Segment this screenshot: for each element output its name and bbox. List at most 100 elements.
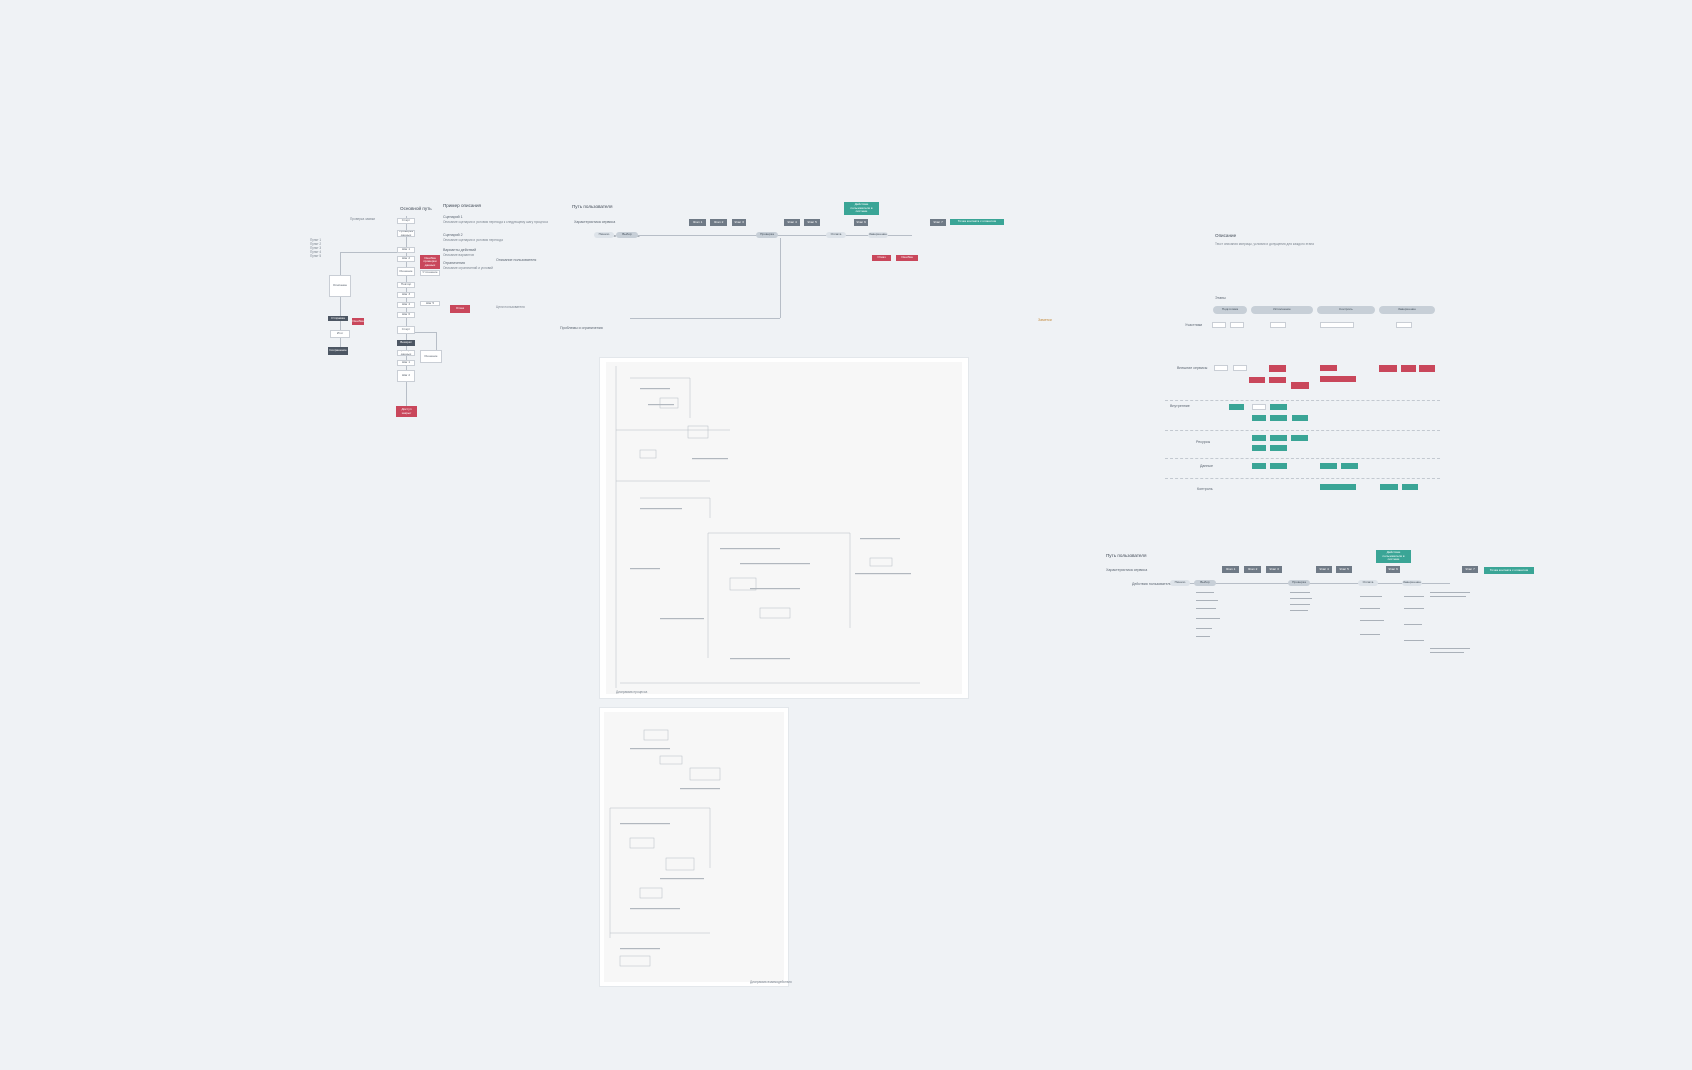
- flow-dark-step[interactable]: Отправка: [328, 316, 348, 321]
- journey-pill[interactable]: Выбор: [616, 232, 638, 238]
- matrix-column-header[interactable]: Исполнение: [1251, 306, 1313, 314]
- journey-row1-label: Характеристика сервиса: [1106, 568, 1148, 572]
- journey-gray-box[interactable]: Этап 4: [1316, 566, 1332, 573]
- matrix-cell-teal[interactable]: [1320, 484, 1356, 490]
- journey-gray-box[interactable]: Этап 7: [930, 219, 946, 226]
- journey-pill[interactable]: Начало: [594, 232, 614, 238]
- matrix-cell-red[interactable]: [1269, 365, 1286, 372]
- journey-pill[interactable]: Начало: [1170, 580, 1190, 586]
- flow-step[interactable]: Шаг 3: [397, 292, 415, 298]
- flow-dark-step[interactable]: Сохранение: [328, 347, 348, 355]
- flow-step[interactable]: Решение: [397, 267, 415, 276]
- matrix-cell-teal[interactable]: [1252, 435, 1266, 441]
- journey-callout[interactable]: Действие пользователя в системе: [844, 202, 879, 215]
- flow-step[interactable]: Решение: [420, 350, 442, 363]
- diagram-document-2[interactable]: Диаграмма взаимодействия: [600, 708, 792, 986]
- matrix-cell-teal[interactable]: [1229, 404, 1244, 410]
- matrix-cell-teal[interactable]: [1270, 404, 1287, 410]
- matrix-cell[interactable]: [1252, 404, 1266, 410]
- journey-gray-box[interactable]: Этап 6: [854, 219, 868, 226]
- flow-step[interactable]: Шаг 4: [397, 302, 415, 308]
- matrix-cell-red[interactable]: [1401, 365, 1416, 372]
- journey-gray-box[interactable]: Этап 6: [1386, 566, 1400, 573]
- matrix-cell-teal[interactable]: [1380, 484, 1398, 490]
- journey-pill[interactable]: Завершение: [868, 232, 888, 238]
- flow-step[interactable]: Шаг 1: [397, 360, 415, 366]
- matrix-column-header[interactable]: Подготовка: [1213, 306, 1247, 314]
- journey-gray-box[interactable]: Этап 4: [784, 219, 800, 226]
- flow-step[interactable]: Проверка данных: [397, 230, 415, 237]
- journey-pill[interactable]: Проверка: [756, 232, 778, 238]
- matrix-cell-teal[interactable]: [1270, 435, 1287, 441]
- matrix-cell[interactable]: [1320, 322, 1354, 328]
- journey-pill[interactable]: Оплата: [1358, 580, 1378, 586]
- flow-red-step[interactable]: Доступ закрыт: [396, 406, 417, 417]
- flow-step[interactable]: Шаг 2: [397, 370, 415, 382]
- notes-panel: Пример описания Сценарий 1 Описание сцен…: [443, 203, 548, 284]
- journey-bottom-title: Проблемы и ограничения: [560, 326, 603, 330]
- journey-gray-box[interactable]: Этап 1: [689, 219, 706, 226]
- journey-gray-box[interactable]: Этап 7: [1462, 566, 1478, 573]
- diagram-document-1[interactable]: Диаграмма процесса: [600, 358, 968, 698]
- matrix-cell-red[interactable]: [1379, 365, 1397, 372]
- matrix-cell[interactable]: [1230, 322, 1244, 328]
- flow-red-step[interactable]: Ошибка проверки данных: [420, 255, 440, 269]
- journey-red-box[interactable]: Ошибка: [896, 255, 918, 261]
- journey-gray-box[interactable]: Этап 5: [1336, 566, 1352, 573]
- matrix-cell-teal[interactable]: [1270, 415, 1287, 421]
- matrix-cell-teal[interactable]: [1270, 463, 1287, 469]
- matrix-cell-teal[interactable]: [1252, 463, 1266, 469]
- flow-step[interactable]: Шаг 6: [397, 312, 415, 318]
- flow-step[interactable]: Уточнение: [420, 270, 440, 276]
- matrix-cell[interactable]: [1270, 322, 1286, 328]
- flow-red-step[interactable]: Отказ: [450, 305, 470, 313]
- matrix-left-note-title: Заметки: [1038, 318, 1052, 322]
- flow-step[interactable]: Итог: [330, 330, 350, 338]
- journey-pill[interactable]: Оплата: [826, 232, 846, 238]
- flow-red-step[interactable]: Ошибка: [352, 318, 364, 325]
- matrix-cell-teal[interactable]: [1402, 484, 1418, 490]
- matrix-cell-red[interactable]: [1291, 382, 1309, 389]
- flow-step[interactable]: Повтор: [397, 282, 415, 288]
- matrix-cell-red[interactable]: [1269, 377, 1286, 383]
- journey-gray-box[interactable]: Этап 1: [1222, 566, 1239, 573]
- matrix-cell[interactable]: [1214, 365, 1228, 371]
- journey-callout[interactable]: Действие пользователя в системе: [1376, 550, 1411, 563]
- journey-teal-action[interactable]: Точка контакта с клиентом: [1484, 567, 1534, 574]
- matrix-row-label: Данные: [1200, 464, 1213, 468]
- journey-gray-box[interactable]: Этап 3: [732, 219, 746, 226]
- matrix-row-label: Контроль: [1197, 487, 1213, 491]
- flow-step[interactable]: Старт: [397, 218, 415, 224]
- journey-gray-box[interactable]: Этап 2: [710, 219, 727, 226]
- matrix-cell-red[interactable]: [1249, 377, 1265, 383]
- matrix-column-header[interactable]: Завершение: [1379, 306, 1435, 314]
- journey-red-box[interactable]: Отказ: [872, 255, 891, 261]
- matrix-column-header[interactable]: Контроль: [1317, 306, 1375, 314]
- matrix-cell-red[interactable]: [1419, 365, 1435, 372]
- journey-gray-box[interactable]: Этап 5: [804, 219, 820, 226]
- matrix-cell-teal[interactable]: [1341, 463, 1358, 469]
- journey-pill[interactable]: Завершение: [1402, 580, 1422, 586]
- journey-gray-box[interactable]: Этап 2: [1244, 566, 1261, 573]
- matrix-cell-teal[interactable]: [1270, 445, 1287, 451]
- matrix-cell[interactable]: [1212, 322, 1226, 328]
- journey-teal-action[interactable]: Точка контакта с клиентом: [950, 219, 1004, 225]
- matrix-cell-teal[interactable]: [1320, 463, 1337, 469]
- flow-step[interactable]: Проверка данных: [397, 350, 415, 356]
- matrix-cell-teal[interactable]: [1252, 415, 1266, 421]
- journey-gray-box[interactable]: Этап 3: [1266, 566, 1282, 573]
- matrix-cell-teal[interactable]: [1252, 445, 1266, 451]
- matrix-cell[interactable]: [1396, 322, 1412, 328]
- journey-pill[interactable]: Проверка: [1288, 580, 1310, 586]
- journey-pill[interactable]: Выбор: [1194, 580, 1216, 586]
- matrix-cell-red[interactable]: [1320, 376, 1356, 382]
- matrix-cell-teal[interactable]: [1292, 415, 1308, 421]
- matrix-cell-red[interactable]: [1320, 365, 1337, 371]
- flow-step[interactable]: Старт: [397, 326, 415, 334]
- flow-dark-step[interactable]: Возврат: [397, 340, 415, 346]
- matrix-cell[interactable]: [1233, 365, 1247, 371]
- flow-step[interactable]: Шаг 2: [397, 256, 415, 262]
- flow-step[interactable]: Шаг 5: [420, 301, 440, 306]
- matrix-cell-teal[interactable]: [1291, 435, 1308, 441]
- flow-step[interactable]: Шаг 1: [397, 247, 415, 253]
